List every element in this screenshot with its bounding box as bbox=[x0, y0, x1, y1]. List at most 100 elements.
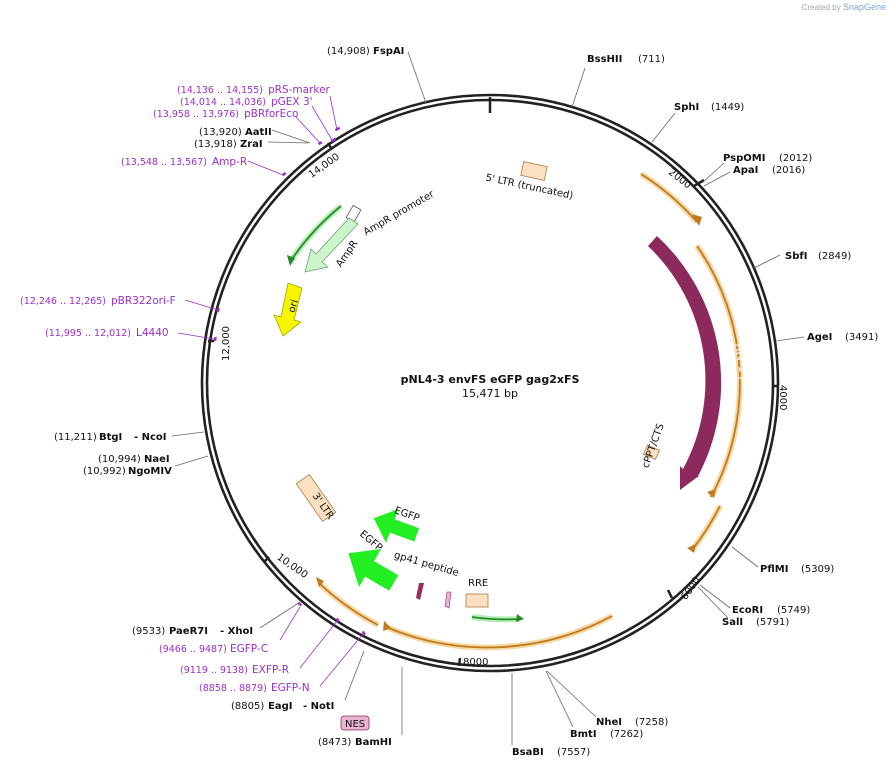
orf-5 bbox=[318, 582, 379, 626]
marker-l4440 bbox=[213, 336, 217, 342]
leader-pgex3 bbox=[311, 105, 333, 141]
ampr-arrow bbox=[304, 217, 359, 273]
tick-10000 bbox=[263, 556, 270, 563]
enzyme-xhoi: - XhoI bbox=[220, 626, 253, 637]
enzyme-ncoi: - NcoI bbox=[134, 432, 167, 443]
primer-amp-r: Amp-R bbox=[212, 156, 247, 168]
pos-pbrforeco: (13,958 .. 13,976) bbox=[153, 109, 239, 120]
enzyme-zrai: ZraI bbox=[240, 139, 263, 150]
tick-label-8000: 8000 bbox=[463, 657, 488, 668]
pos-nhei: (7258) bbox=[635, 717, 668, 728]
pos-btgi: (11,211) bbox=[54, 432, 97, 443]
pos-ecori: (5749) bbox=[777, 605, 810, 616]
ltr3-box bbox=[295, 474, 337, 522]
pos-pspomi: (2012) bbox=[779, 153, 812, 164]
tick-dashes bbox=[208, 142, 778, 667]
ltr5-box bbox=[520, 161, 548, 181]
pos-eagi: (8805) bbox=[231, 701, 264, 712]
snapgene-credit: Created by SnapGene bbox=[802, 2, 886, 12]
ori-label: ori bbox=[286, 298, 300, 314]
tick-label-10000: 10,000 bbox=[275, 552, 310, 581]
pos-zrai: (13,918) bbox=[194, 139, 237, 150]
pos-aatii: (13,920) bbox=[199, 127, 242, 138]
pos-paer7i: (9533) bbox=[132, 626, 165, 637]
orf-7-arrow bbox=[516, 614, 524, 622]
egfp-arrow-1 bbox=[373, 509, 420, 543]
tick-2000 bbox=[693, 178, 705, 188]
enzyme-nhei: NheI bbox=[596, 717, 622, 728]
ampr-promoter-label: AmpR promoter bbox=[362, 188, 437, 238]
orf-4 bbox=[385, 615, 613, 649]
leader-egfp-n bbox=[319, 633, 364, 687]
leader-agei bbox=[775, 336, 805, 342]
pos-bsshii: (711) bbox=[638, 54, 665, 65]
primer-exfp-r: EXFP-R bbox=[252, 664, 289, 676]
primer-l4440: L4440 bbox=[136, 327, 169, 339]
pos-fspai: (14,908) bbox=[327, 46, 370, 57]
enzyme-bsshii: BssHII bbox=[587, 54, 622, 65]
gp41-peptide-label: gp41 peptide bbox=[393, 550, 460, 579]
enzyme-leaders bbox=[171, 51, 805, 745]
pos-ngomiv: (10,992) bbox=[83, 466, 126, 477]
nes-label: NES bbox=[345, 719, 365, 730]
enzyme-eagi: EagI bbox=[268, 701, 292, 712]
leader-naei bbox=[174, 455, 209, 467]
leader-ecori bbox=[699, 584, 731, 609]
tick-14000 bbox=[326, 142, 333, 149]
orf-1-arrow bbox=[692, 214, 702, 226]
enzyme-ngomiv: NgoMIV bbox=[128, 466, 172, 477]
primer-egfp-c: EGFP-C bbox=[230, 643, 268, 655]
leader-pbrforeco bbox=[295, 116, 321, 144]
leader-zrai bbox=[267, 141, 309, 144]
enzyme-apai: ApaI bbox=[733, 165, 758, 176]
marker-prs bbox=[334, 126, 341, 132]
leader-pbr322ori-f bbox=[184, 299, 219, 311]
enzyme-bmti: BmtI bbox=[570, 729, 597, 740]
leader-exfp-r bbox=[299, 620, 338, 669]
marker-egfpn bbox=[361, 630, 366, 636]
leader-aatii bbox=[271, 129, 311, 144]
orf-5-halo bbox=[316, 580, 380, 628]
nes-box bbox=[340, 715, 370, 731]
leader-sbfi bbox=[753, 254, 781, 269]
cppt-box bbox=[642, 444, 660, 460]
enzyme-sphi: SphI bbox=[674, 102, 699, 113]
primer-pbr322ori-f: pBR322ori-F bbox=[111, 295, 176, 307]
rre-box bbox=[465, 593, 489, 608]
marker-ampr bbox=[281, 171, 287, 177]
primer-leaders bbox=[177, 95, 364, 687]
pos-pgex3: (14,014 .. 14,036) bbox=[180, 97, 266, 108]
enzyme-noti: - NotI bbox=[303, 701, 334, 712]
marker-egfpc bbox=[297, 601, 303, 607]
marker-pbr322 bbox=[216, 307, 221, 313]
pos-exfp-r: (9119 .. 9138) bbox=[180, 665, 248, 676]
enzyme-ecori: EcoRI bbox=[732, 605, 763, 616]
pos-apai: (2016) bbox=[772, 165, 805, 176]
egfp-arrow-2 bbox=[348, 548, 399, 591]
enzyme-pflmi: PflMI bbox=[760, 564, 788, 575]
pos-agei: (3491) bbox=[845, 332, 878, 343]
tick-label-2000: 2000 bbox=[666, 167, 693, 191]
leader-fspai bbox=[407, 51, 427, 104]
plasmid-summary: pNL4-3 envFS eGFP gag2xFS 15,471 bp bbox=[390, 373, 590, 400]
enzyme-labels: (14,908) FspAI (13,920) AatII (13,918) Z… bbox=[54, 46, 878, 758]
plasmid-name: pNL4-3 envFS eGFP gag2xFS bbox=[400, 373, 580, 386]
plasmid-size: 15,471 bp bbox=[462, 387, 518, 400]
orf-6-arrow bbox=[287, 255, 295, 266]
leader-egfp-c bbox=[279, 606, 301, 641]
pos-sphi: (1449) bbox=[711, 102, 744, 113]
pos-bsabi: (7557) bbox=[557, 747, 590, 758]
pos-egfp-c: (9466 .. 9487) bbox=[159, 644, 227, 655]
credit-brand: SnapGene bbox=[842, 2, 886, 12]
leader-paer7i bbox=[259, 601, 301, 629]
ori-arrow bbox=[273, 282, 303, 337]
enzyme-bamhi: BamHI bbox=[355, 737, 392, 748]
pos-naei: (10,994) bbox=[98, 454, 141, 465]
backbone-outer-ring bbox=[200, 93, 780, 673]
egfp-label-2: EGFP bbox=[357, 529, 384, 554]
tick-label-4000: 4000 bbox=[777, 385, 788, 410]
enzyme-pspomi: PspOMI bbox=[723, 153, 765, 164]
primer-markers bbox=[213, 126, 366, 636]
leader-apai bbox=[703, 171, 731, 187]
